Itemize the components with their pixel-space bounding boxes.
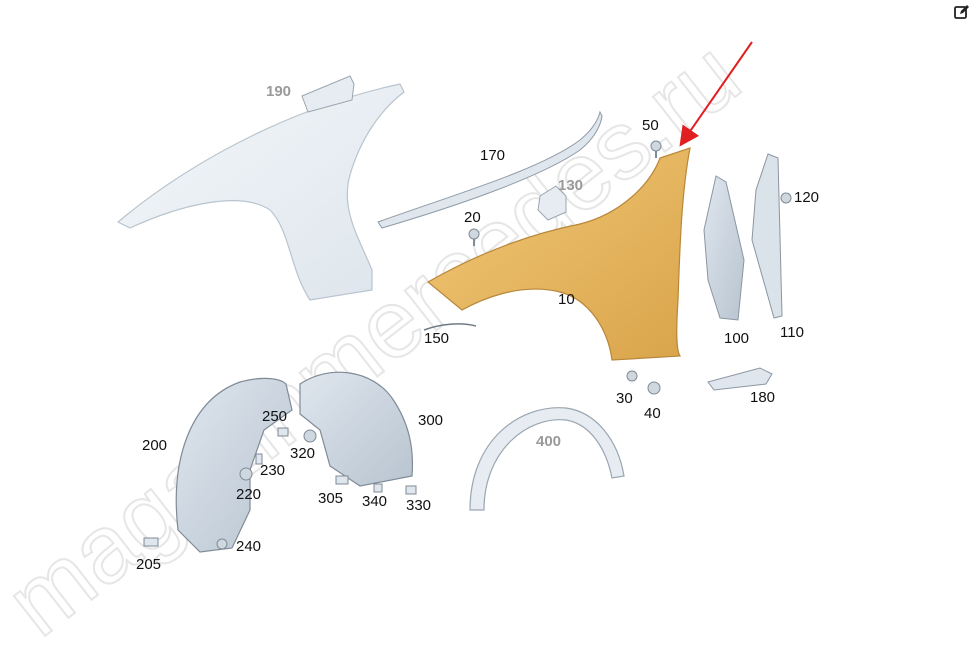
label-180[interactable]: 180 <box>750 389 775 406</box>
part-320-bolt <box>303 429 317 443</box>
highlight-arrow <box>679 41 753 147</box>
part-20-bolt <box>468 228 480 246</box>
label-150[interactable]: 150 <box>424 330 449 347</box>
label-130[interactable]: 130 <box>558 177 583 194</box>
label-240[interactable]: 240 <box>236 538 261 555</box>
label-120[interactable]: 120 <box>794 189 819 206</box>
part-30-bolt <box>626 370 638 382</box>
edit-icon[interactable] <box>954 4 970 20</box>
part-205-clip <box>143 537 159 547</box>
part-150-strip <box>423 323 477 331</box>
part-180-grille <box>707 367 773 391</box>
part-305-clip <box>335 475 349 485</box>
label-250[interactable]: 250 <box>262 408 287 425</box>
part-100-seal <box>703 175 745 321</box>
label-110[interactable]: 110 <box>780 324 804 341</box>
part-300-liner <box>299 371 414 487</box>
part-190-bracket <box>301 75 355 113</box>
label-230[interactable]: 230 <box>260 462 285 479</box>
label-190[interactable]: 190 <box>266 83 291 100</box>
part-170-strip <box>377 110 603 229</box>
part-10-fender[interactable] <box>426 147 691 361</box>
part-250-clip <box>277 427 289 437</box>
part-130-bracket <box>537 185 567 221</box>
label-205[interactable]: 205 <box>136 556 161 573</box>
label-305[interactable]: 305 <box>318 490 343 507</box>
part-110-panel <box>751 153 783 319</box>
label-340[interactable]: 340 <box>362 493 387 510</box>
label-320[interactable]: 320 <box>290 445 315 462</box>
label-30[interactable]: 30 <box>616 390 633 407</box>
label-300[interactable]: 300 <box>418 412 443 429</box>
part-340-clip <box>373 483 383 493</box>
label-170[interactable]: 170 <box>480 147 505 164</box>
label-20[interactable]: 20 <box>464 209 481 226</box>
part-240-bolt <box>216 538 228 550</box>
part-230-clip <box>255 453 263 465</box>
part-330-clip <box>405 485 417 495</box>
part-120-bolt <box>780 192 792 204</box>
label-10[interactable]: 10 <box>558 291 575 308</box>
part-50-bolt <box>650 140 662 158</box>
part-40-nut <box>647 381 661 395</box>
label-100[interactable]: 100 <box>724 330 749 347</box>
label-200[interactable]: 200 <box>142 437 167 454</box>
label-330[interactable]: 330 <box>406 497 431 514</box>
label-50[interactable]: 50 <box>642 117 659 134</box>
label-40[interactable]: 40 <box>644 405 661 422</box>
ghost-fender <box>116 83 405 301</box>
label-220[interactable]: 220 <box>236 486 261 503</box>
part-220-nut <box>239 467 253 481</box>
label-400[interactable]: 400 <box>536 433 561 450</box>
part-200-liner <box>175 377 293 553</box>
part-400-arch <box>469 407 625 511</box>
